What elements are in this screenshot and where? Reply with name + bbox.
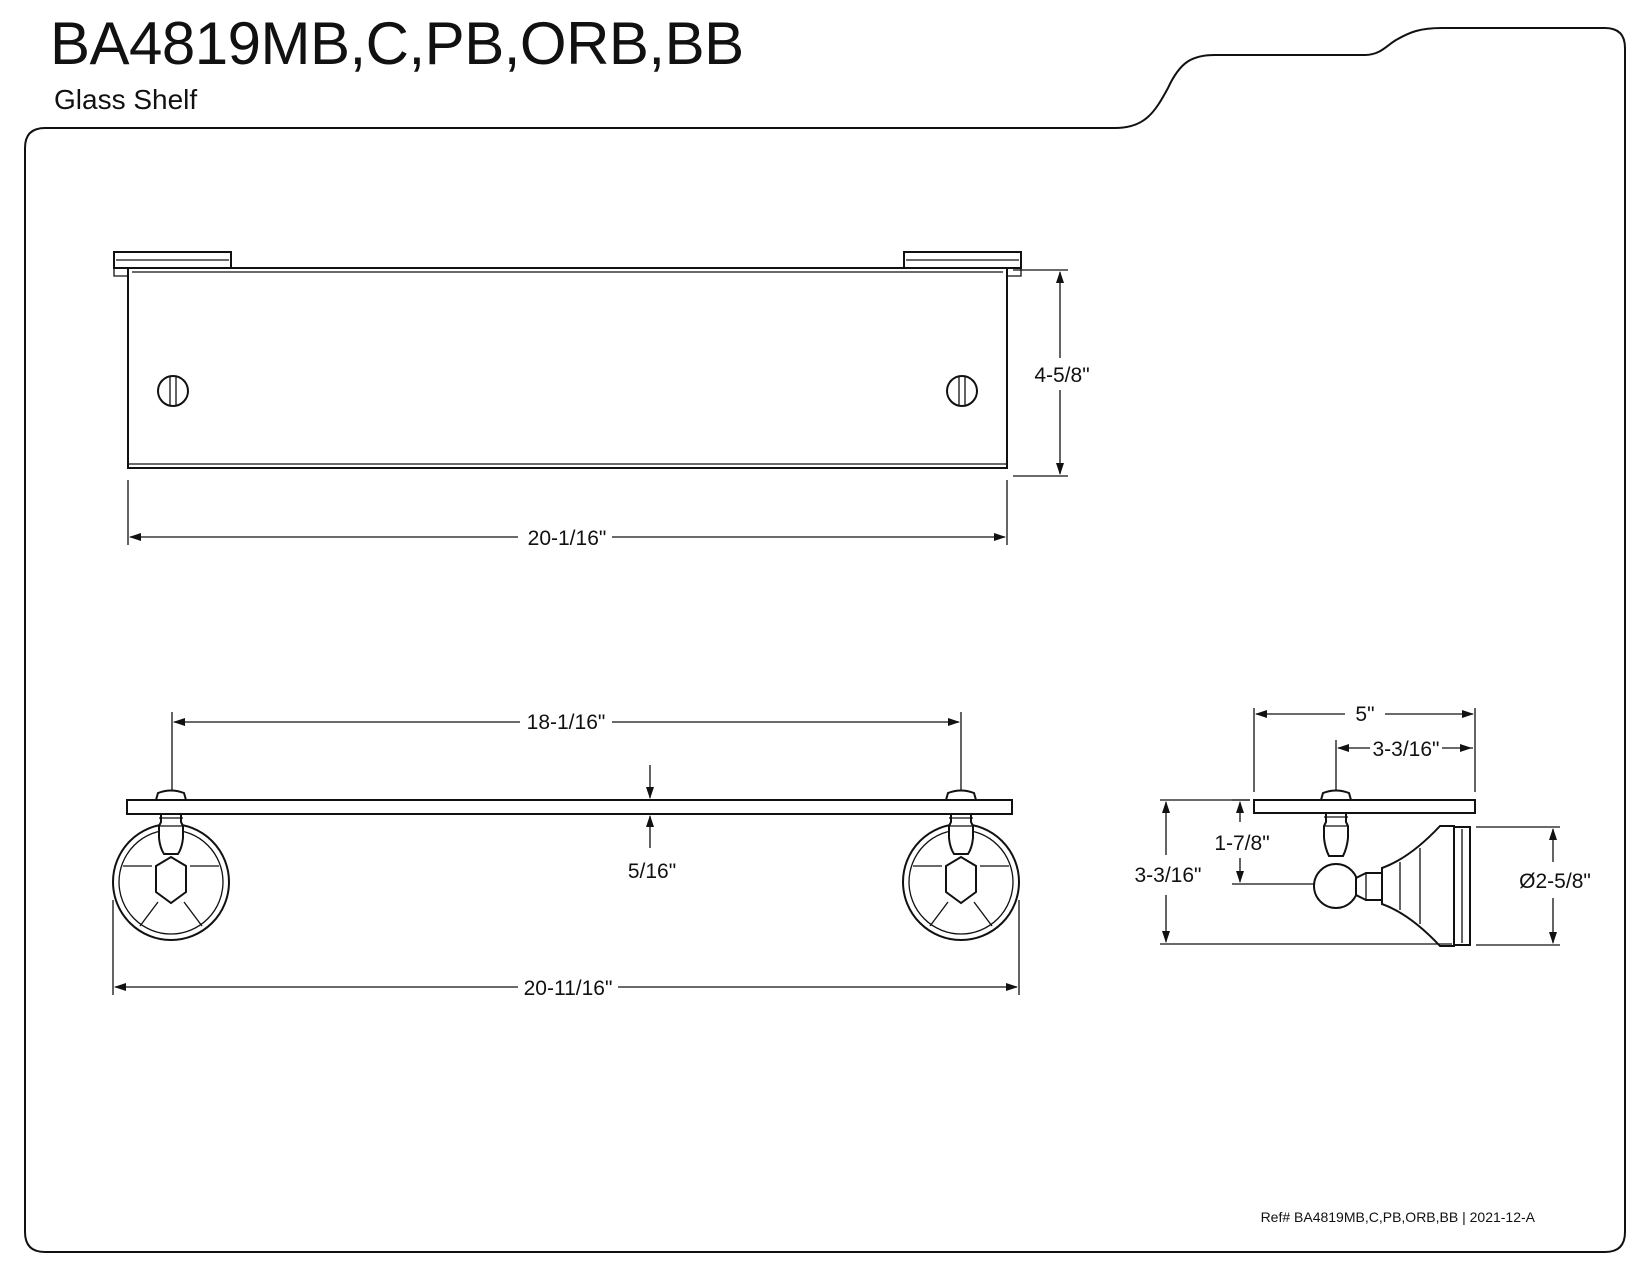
front-view-glass: [126, 799, 1013, 815]
dim-side-depth: 5": [1355, 703, 1374, 726]
dim-glass-thickness: 5/16": [628, 860, 676, 883]
dim-front-overall-width: 20-11/16": [524, 977, 613, 1000]
front-view-mount-right: [902, 813, 1020, 941]
front-view-mount-left: [112, 813, 230, 941]
dim-front-mount-spacing: 18-1/16": [527, 711, 606, 734]
reference-note: Ref# BA4819MB,C,PB,ORB,BB | 2021-12-A: [1260, 1209, 1535, 1225]
top-view-glass: [127, 267, 1008, 469]
dim-top-width: 20-1/16": [528, 527, 607, 550]
page-subtitle: Glass Shelf: [54, 84, 198, 115]
top-view-screw-left: [157, 375, 189, 407]
side-view-knob: [1313, 863, 1359, 909]
top-view-screw-right: [946, 375, 978, 407]
side-view-glass: [1253, 799, 1476, 814]
top-view: 4-5/8" 20-1/16": [113, 251, 1090, 550]
side-view: 5" 3-3/16" 1-7/8" 3-3/16" Ø2-5/8": [1135, 703, 1591, 947]
dim-side-height: 3-3/16": [1135, 864, 1202, 887]
front-view: 18-1/16" 5/16" 20-11/16": [112, 711, 1020, 1000]
dim-side-shelf-to-center: 1-7/8": [1214, 832, 1269, 855]
dim-top-height: 4-5/8": [1034, 364, 1089, 387]
sheet-frame: [24, 27, 1626, 1253]
page-title: BA4819MB,C,PB,ORB,BB: [50, 10, 744, 77]
dim-side-flange-diameter: Ø2-5/8": [1519, 870, 1591, 893]
dim-side-bracket-depth: 3-3/16": [1373, 738, 1440, 761]
